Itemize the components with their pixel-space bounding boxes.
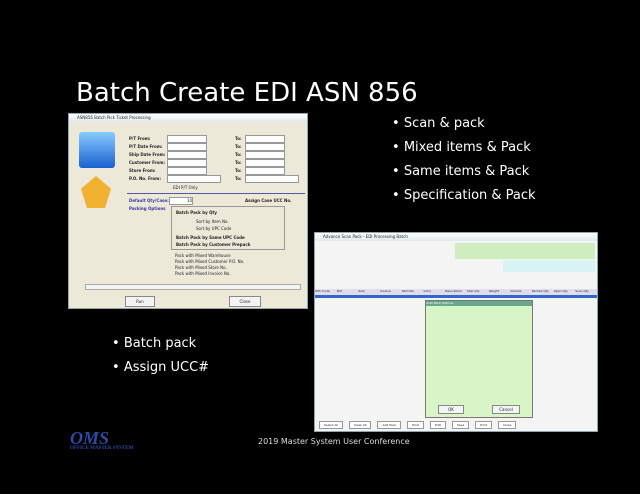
label: Customer From: bbox=[129, 160, 166, 165]
to-field[interactable] bbox=[245, 175, 299, 183]
radio-batch-qty[interactable]: Batch Pack by Qty bbox=[176, 210, 218, 215]
to-field[interactable] bbox=[245, 143, 285, 151]
label: Default Qty/Case: bbox=[129, 198, 169, 203]
label: To: bbox=[235, 160, 242, 165]
toolbar-button[interactable]: Edit bbox=[430, 421, 446, 429]
ok-button[interactable]: OK bbox=[438, 405, 464, 414]
assign-ucc-checkbox[interactable]: Assign Case UCC No. bbox=[245, 198, 292, 203]
column-header[interactable]: P/O bbox=[336, 289, 342, 293]
toolbar-button[interactable]: Add Pack bbox=[377, 421, 402, 429]
toolbar-button[interactable]: Print bbox=[407, 421, 425, 429]
cancel-button[interactable]: Cancel bbox=[492, 405, 520, 414]
to-field[interactable] bbox=[245, 151, 285, 159]
to-field[interactable] bbox=[245, 159, 285, 167]
from-field[interactable] bbox=[167, 159, 207, 167]
label: P/T From: bbox=[129, 136, 151, 141]
column-header[interactable]: Open Qty bbox=[553, 289, 568, 293]
bullet: Assign UCC# bbox=[112, 356, 209, 380]
folder-icon bbox=[79, 132, 115, 168]
column-header[interactable]: Volume bbox=[510, 289, 522, 293]
logo-sub: OFFICE MASTER SYSTEM bbox=[70, 446, 134, 451]
column-header[interactable]: Scan Qty bbox=[575, 289, 589, 293]
label: Store From: bbox=[129, 168, 156, 173]
scan-pack-window: Advance Scan Pack - EDI Processing Batch… bbox=[314, 232, 598, 432]
check-mixed-warehouse[interactable]: Pack with Mixed Warehouse bbox=[175, 253, 231, 258]
check-mixed-store[interactable]: Pack with Mixed Store No. bbox=[175, 265, 227, 270]
label: To: bbox=[235, 144, 242, 149]
to-field[interactable] bbox=[245, 167, 285, 175]
toolbar-button[interactable]: Select All bbox=[319, 421, 343, 429]
edi-only-checkbox[interactable]: EDI P/T Only bbox=[173, 185, 198, 190]
bullet: Batch pack bbox=[112, 332, 209, 356]
radio-sort-item[interactable]: Sort by Item No. bbox=[196, 219, 229, 224]
bullet: Scan & pack bbox=[392, 112, 536, 136]
slide-title: Batch Create EDI ASN 856 bbox=[76, 78, 418, 108]
toolbar-button[interactable]: Clear All bbox=[348, 421, 372, 429]
column-header[interactable]: Item No. bbox=[401, 289, 415, 293]
from-field[interactable] bbox=[167, 143, 207, 151]
packing-group: Batch Pack by Qty Sort by Item No. Sort … bbox=[171, 206, 285, 250]
column-header[interactable]: Color bbox=[423, 289, 432, 293]
box-icon bbox=[81, 176, 111, 208]
from-field[interactable] bbox=[167, 135, 207, 143]
label: P.O. No. From: bbox=[129, 176, 161, 181]
check-mixed-invoice[interactable]: Pack with Mixed Invoice No. bbox=[175, 271, 231, 276]
check-mixed-po[interactable]: Pack with Mixed Customer P.O. No. bbox=[175, 259, 245, 264]
table-row[interactable] bbox=[315, 295, 597, 298]
to-field[interactable] bbox=[245, 135, 285, 143]
toolbar-button[interactable]: Close bbox=[498, 421, 517, 429]
from-field[interactable] bbox=[167, 167, 207, 175]
label: To: bbox=[235, 168, 242, 173]
bullet: Same items & Pack bbox=[392, 160, 536, 184]
toolbar-button[interactable]: Print bbox=[475, 421, 493, 429]
toolbar-button[interactable]: Save bbox=[451, 421, 470, 429]
bullet: Mixed items & Pack bbox=[392, 136, 536, 160]
feature-list-left: Batch pack Assign UCC# bbox=[112, 332, 209, 380]
column-header[interactable]: Packed Qty bbox=[531, 289, 549, 293]
column-header[interactable]: Weight bbox=[488, 289, 499, 293]
feature-list: Scan & pack Mixed items & Pack Same item… bbox=[392, 112, 536, 208]
totals-panel bbox=[455, 243, 595, 259]
column-header[interactable]: Ship Qty bbox=[466, 289, 480, 293]
auto-pack-popup: Auto Pack Options OK Cancel bbox=[425, 300, 533, 418]
batch-dialog: ASN856 Batch Pick Ticket Processing P/T … bbox=[68, 113, 308, 309]
divider bbox=[127, 193, 305, 194]
from-field[interactable] bbox=[167, 151, 207, 159]
from-field[interactable] bbox=[167, 175, 221, 183]
label: Packing Options bbox=[129, 206, 166, 211]
selected-panel bbox=[503, 260, 595, 272]
label: To: bbox=[235, 152, 242, 157]
radio-batch-upc[interactable]: Batch Pack by Same UPC Code bbox=[176, 235, 245, 240]
column-header[interactable]: Size bbox=[358, 289, 365, 293]
radio-batch-prepack[interactable]: Batch Pack by Customer Prepack bbox=[176, 242, 251, 247]
column-header[interactable]: UPC Code bbox=[315, 289, 330, 293]
column-header[interactable]: Invoice bbox=[380, 289, 391, 293]
label: P/T Date From: bbox=[129, 144, 163, 149]
label: Ship Date From: bbox=[129, 152, 166, 157]
footer-text: 2019 Master System User Conference bbox=[258, 437, 410, 446]
label: To: bbox=[235, 136, 242, 141]
progress-bar bbox=[85, 284, 301, 290]
title-bar: Advance Scan Pack - EDI Processing Batch bbox=[315, 233, 597, 241]
bullet: Specification & Pack bbox=[392, 184, 536, 208]
close-button[interactable]: Close bbox=[229, 296, 261, 307]
button-bar: Select All Clear All Add Pack Print Edit Save… bbox=[315, 421, 601, 429]
label: To: bbox=[235, 176, 242, 181]
column-header[interactable]: Description bbox=[445, 289, 463, 293]
table-header: UPC Code P/O Size Invoice Item No. Color Descr… bbox=[315, 289, 597, 295]
qty-stepper[interactable]: 10 bbox=[169, 197, 193, 205]
run-button[interactable]: Run bbox=[125, 296, 155, 307]
popup-title: Auto Pack Options bbox=[426, 301, 532, 306]
title-bar: ASN856 Batch Pick Ticket Processing bbox=[69, 114, 307, 122]
logo-text: OMS bbox=[70, 428, 110, 448]
radio-sort-upc[interactable]: Sort by UPC Code bbox=[196, 226, 232, 231]
